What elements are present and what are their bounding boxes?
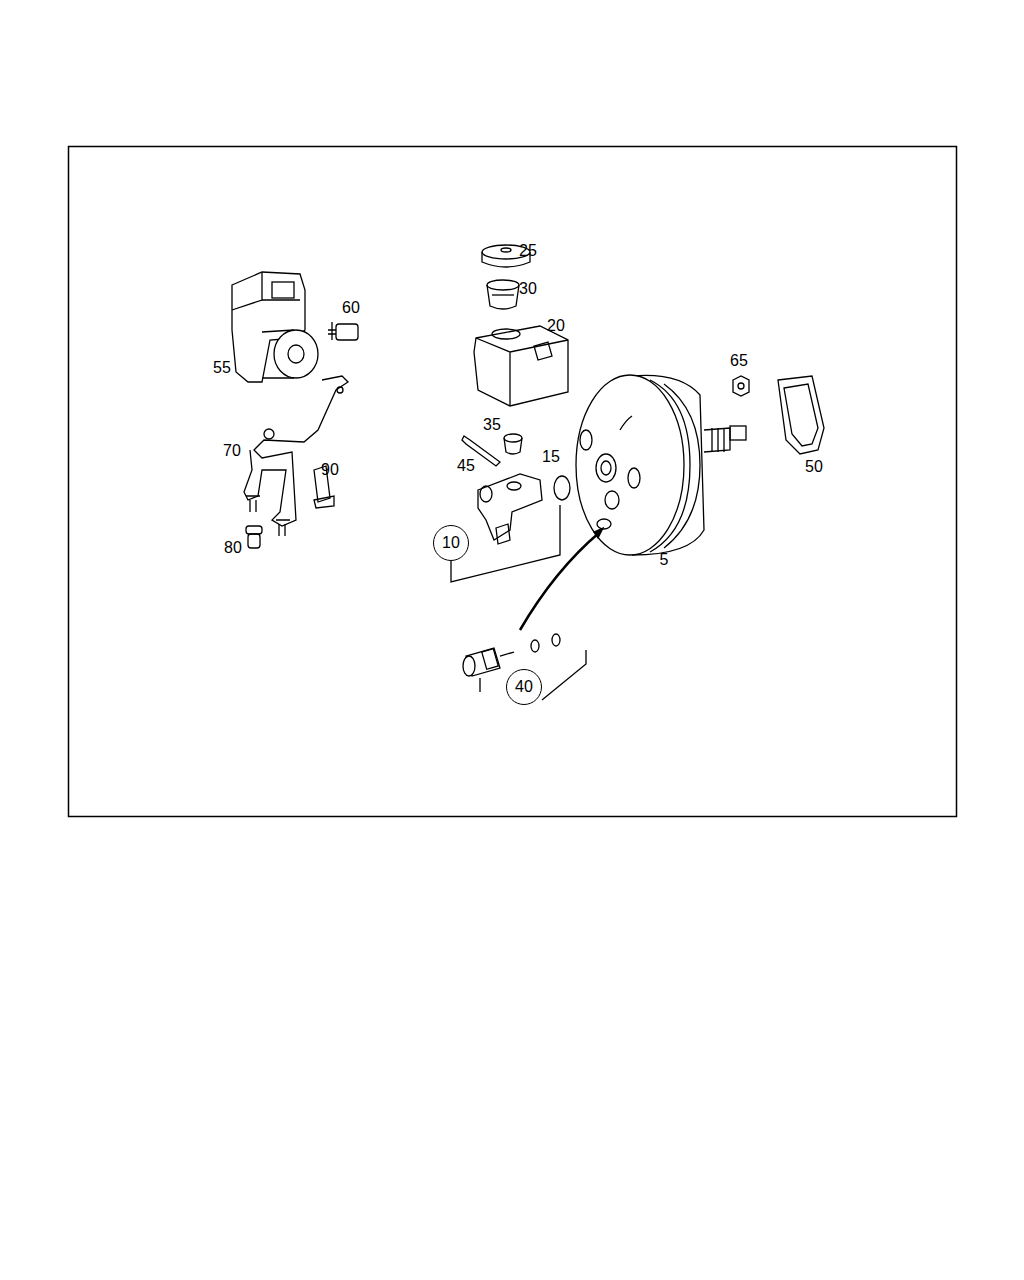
callout-number: 5 [659, 551, 670, 569]
nut [733, 376, 749, 396]
brake-booster [576, 375, 746, 555]
callout-number: 40 [515, 678, 533, 696]
callout-number: 25 [518, 242, 538, 260]
sensor [463, 634, 560, 676]
callout-number: 15 [541, 448, 561, 466]
o-ring [554, 476, 570, 500]
frame [69, 147, 957, 817]
strainer [487, 280, 519, 309]
pressure-switch [328, 322, 358, 340]
callout-number: 35 [482, 416, 502, 434]
arrow-head [594, 528, 603, 538]
callout-number: 90 [320, 461, 340, 479]
callout-number: 50 [804, 458, 824, 476]
callout-circle: 10 [433, 525, 469, 561]
master-cylinder [478, 474, 542, 544]
callout-number: 70 [222, 442, 242, 460]
callout-number: 60 [341, 299, 361, 317]
grommet [504, 434, 522, 454]
abs-unit [232, 272, 318, 382]
callout-number: 80 [223, 539, 243, 557]
bracket [244, 376, 348, 536]
pointer-arrow [520, 532, 600, 630]
callout-number: 10 [442, 534, 460, 552]
callout-number: 55 [212, 359, 232, 377]
gasket [778, 376, 824, 454]
callout-circle: 40 [506, 669, 542, 705]
callout-number: 20 [546, 317, 566, 335]
grommet [246, 526, 262, 548]
callout-number: 45 [456, 457, 476, 475]
callout-number: 65 [729, 352, 749, 370]
callout-number: 30 [518, 280, 538, 298]
fluid-reservoir [474, 326, 568, 406]
